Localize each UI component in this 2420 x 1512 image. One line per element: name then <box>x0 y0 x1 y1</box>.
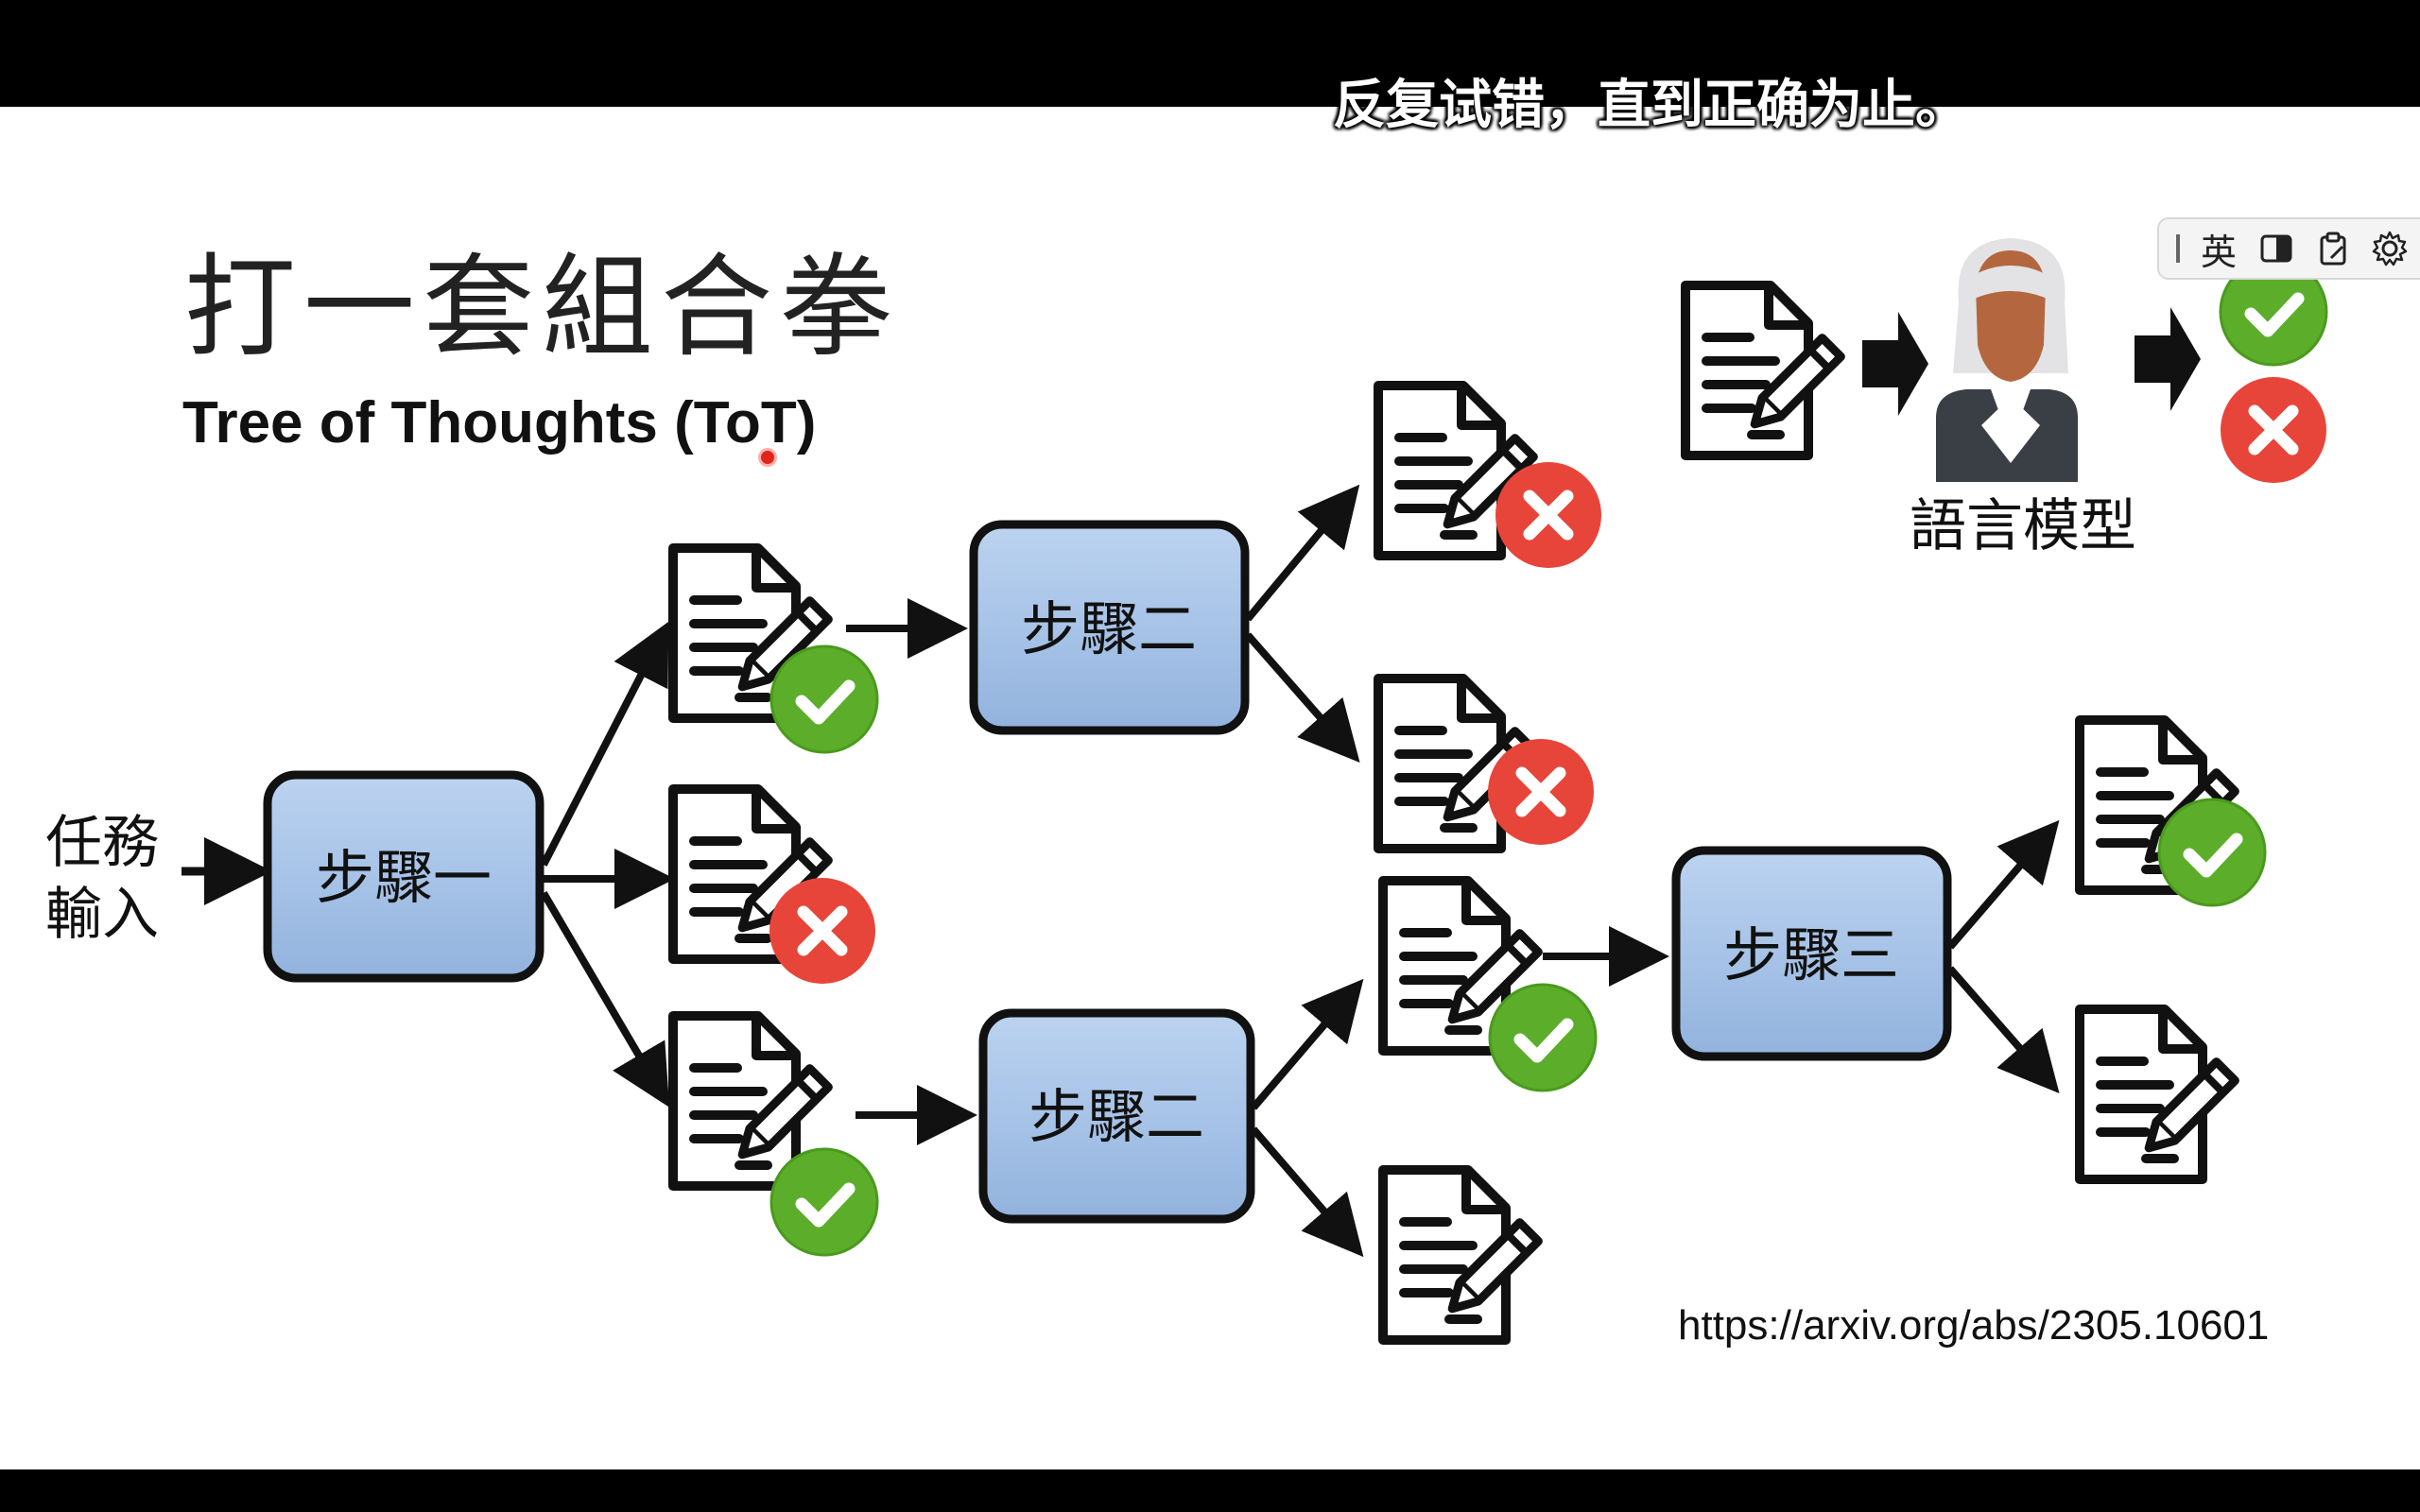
arrow-right-icon <box>1862 312 1928 416</box>
video-subtitle: 反复试错，直到正确为止。 <box>1333 75 1968 136</box>
language-model-icon <box>1936 238 2078 482</box>
check-icon <box>2159 799 2265 905</box>
arrow-right-icon <box>2135 307 2201 411</box>
video-top-bar <box>0 0 2420 107</box>
arrow-step3-to-doc <box>1946 819 2060 950</box>
arrow-step2-lower-to-doc <box>1250 978 1364 1110</box>
slide-subtitle: Tree of Thoughts (ToT) <box>182 390 817 455</box>
arrow-step2-upper-to-doc <box>1244 484 1360 622</box>
arrow-step1-to-doc-a <box>540 621 669 867</box>
check-icon <box>1490 985 1596 1091</box>
cross-icon <box>2221 377 2326 483</box>
check-icon <box>771 646 877 752</box>
reference-url[interactable]: https://arxiv.org/abs/2305.10601 <box>1678 1302 2270 1349</box>
ime-toolbar[interactable]: 英 <box>2157 217 2420 280</box>
slide-title: 打一套組合拳 <box>184 242 900 372</box>
clipboard-icon[interactable] <box>2314 230 2352 267</box>
step2-lower-label: 步驟二 <box>1028 1082 1204 1151</box>
drag-handle-icon[interactable] <box>2176 234 2180 263</box>
ime-language-toggle[interactable]: 英 <box>2201 231 2238 273</box>
step2-lower-box: 步驟二 <box>978 1008 1255 1224</box>
input-label-line1: 任務 <box>45 810 159 876</box>
document-icon <box>1685 285 1841 455</box>
document-icon <box>1383 1170 1538 1340</box>
split-view-icon[interactable] <box>2257 230 2295 267</box>
step1-label: 步驟一 <box>316 843 492 912</box>
step3-box: 步驟三 <box>1671 846 1952 1061</box>
check-icon <box>771 1149 877 1255</box>
step1-box: 步驟一 <box>263 770 544 983</box>
cross-icon <box>1495 462 1601 568</box>
arrow-step2-lower-to-doc <box>1250 1126 1364 1258</box>
model-label: 語言模型 <box>1910 493 2136 559</box>
laser-pointer-dot <box>758 448 777 467</box>
cross-icon <box>769 878 875 984</box>
step2-upper-box: 步驟二 <box>969 520 1250 735</box>
gear-icon[interactable] <box>2371 230 2409 267</box>
arrow-step1-to-doc-c <box>540 890 670 1108</box>
step2-upper-label: 步驟二 <box>1021 594 1197 663</box>
input-label-line2: 輸入 <box>45 882 159 948</box>
arrow-step2-upper-to-doc <box>1244 632 1360 764</box>
arrow-step3-to-doc <box>1946 966 2060 1094</box>
step3-label: 步驟三 <box>1723 920 1899 989</box>
cross-icon <box>1488 739 1594 845</box>
video-bottom-bar <box>0 1469 2420 1512</box>
document-icon <box>2080 1009 2235 1179</box>
